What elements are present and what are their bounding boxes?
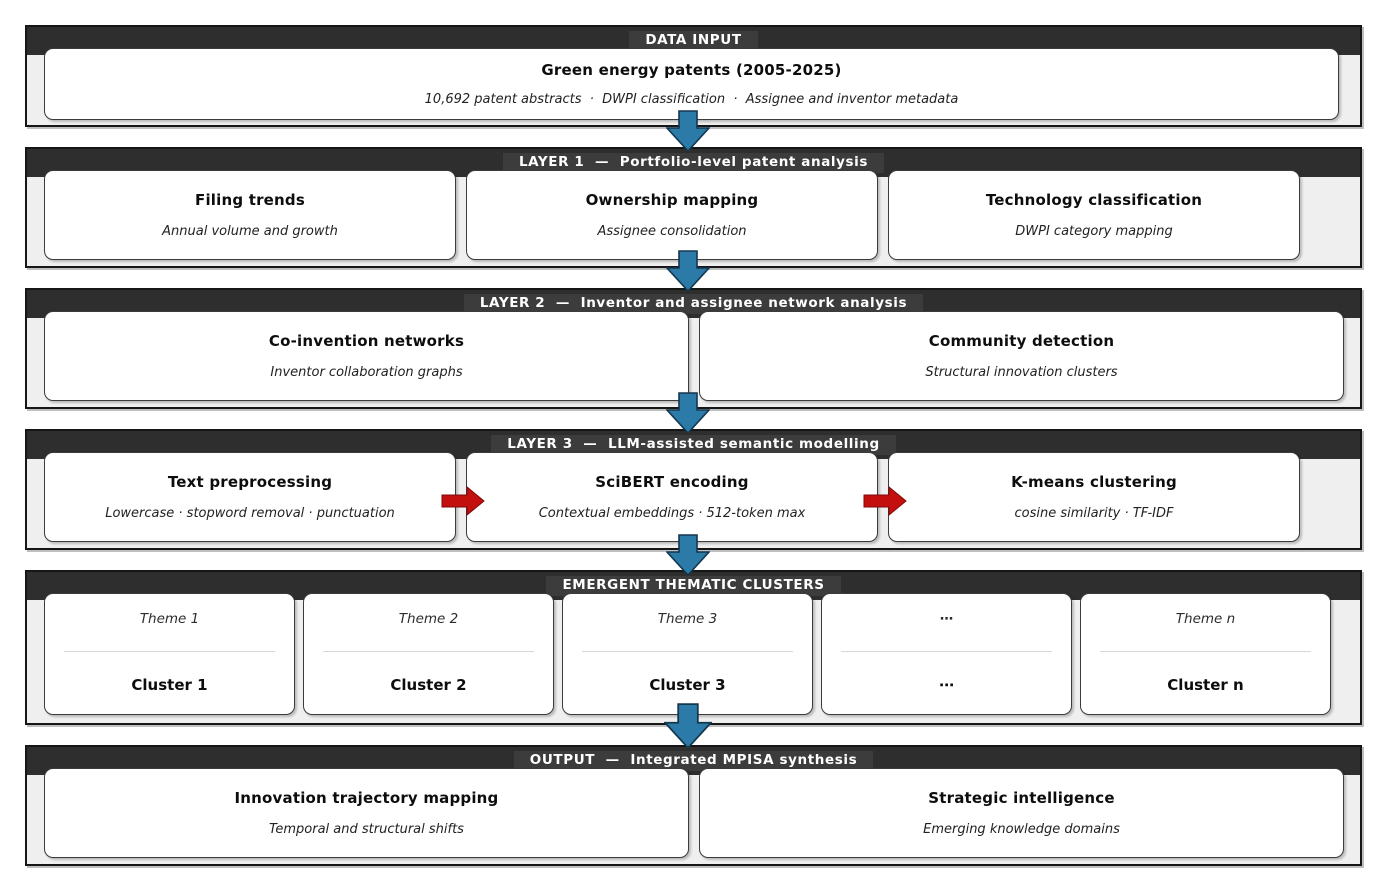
card-subtitle: Inventor collaboration graphs <box>270 365 463 380</box>
card-green-energy-patents: Green energy patents (2005-2025) 10,692 … <box>44 48 1339 120</box>
card-subtitle: Contextual embeddings · 512-token max <box>538 506 806 521</box>
divider <box>840 651 1053 652</box>
card-technology-classification: Technology classification DWPI category … <box>888 170 1300 260</box>
panel-output: OUTPUT — Integrated MPISA synthesis Inno… <box>25 745 1362 866</box>
cluster-label: Cluster 3 <box>649 676 726 694</box>
cluster-label: Cluster n <box>1167 676 1244 694</box>
card-title: K-means clustering <box>1011 473 1177 491</box>
cards-row: Text preprocessing Lowercase · stopword … <box>27 452 1360 542</box>
theme-label: Theme 2 <box>398 611 459 627</box>
ellipsis-label: ⋯ <box>939 676 954 694</box>
card-subtitle: cosine similarity · TF-IDF <box>1014 506 1174 521</box>
divider <box>1099 651 1312 652</box>
panel-data-input: DATA INPUT Green energy patents (2005-20… <box>25 25 1362 127</box>
right-arrow-icon <box>863 486 907 516</box>
card-title: Innovation trajectory mapping <box>234 789 499 807</box>
card-subtitle: DWPI category mapping <box>1015 224 1173 239</box>
card-subtitle: Emerging knowledge domains <box>923 822 1120 837</box>
right-arrow-icon <box>441 486 485 516</box>
card-title: SciBERT encoding <box>595 473 749 491</box>
theme-label: Theme n <box>1175 611 1236 627</box>
card-subtitle: Temporal and structural shifts <box>269 822 464 837</box>
panel-header-label: OUTPUT — Integrated MPISA synthesis <box>513 751 874 771</box>
card-subtitle: Annual volume and growth <box>162 224 338 239</box>
divider <box>322 651 535 652</box>
card-title: Ownership mapping <box>585 191 759 209</box>
card-ownership-mapping: Ownership mapping Assignee consolidation <box>466 170 878 260</box>
ellipsis-label: ⋯ <box>939 611 954 627</box>
card-cluster-n: Theme n Cluster n <box>1080 593 1331 715</box>
panel-layer-3: LAYER 3 — LLM-assisted semantic modellin… <box>25 429 1362 550</box>
panel-header-label: DATA INPUT <box>629 31 758 51</box>
panel-header-label: LAYER 1 — Portfolio-level patent analysi… <box>502 153 885 173</box>
card-cluster-1: Theme 1 Cluster 1 <box>44 593 295 715</box>
theme-label: Theme 3 <box>657 611 718 627</box>
card-community-detection: Community detection Structural innovatio… <box>699 311 1344 401</box>
down-arrow-icon <box>666 110 710 152</box>
card-co-invention-networks: Co-invention networks Inventor collabora… <box>44 311 689 401</box>
card-scibert-encoding: SciBERT encoding Contextual embeddings ·… <box>466 452 878 542</box>
card-cluster-3: Theme 3 Cluster 3 <box>562 593 813 715</box>
down-arrow-icon <box>666 392 710 434</box>
card-subtitle: Assignee consolidation <box>597 224 747 239</box>
card-cluster-2: Theme 2 Cluster 2 <box>303 593 554 715</box>
card-innovation-trajectory-mapping: Innovation trajectory mapping Temporal a… <box>44 768 689 858</box>
card-strategic-intelligence: Strategic intelligence Emerging knowledg… <box>699 768 1344 858</box>
cards-row: Innovation trajectory mapping Temporal a… <box>27 768 1360 858</box>
down-arrow-icon <box>664 703 712 749</box>
card-title: Green energy patents (2005-2025) <box>541 61 842 79</box>
divider <box>581 651 794 652</box>
panel-header-label: EMERGENT THEMATIC CLUSTERS <box>546 576 841 596</box>
divider <box>63 651 276 652</box>
cluster-label: Cluster 1 <box>131 676 208 694</box>
panel-emergent-clusters: EMERGENT THEMATIC CLUSTERS Theme 1 Clust… <box>25 570 1362 725</box>
card-kmeans-clustering: K-means clustering cosine similarity · T… <box>888 452 1300 542</box>
card-title: Strategic intelligence <box>928 789 1115 807</box>
cards-row: Green energy patents (2005-2025) 10,692 … <box>27 48 1360 120</box>
theme-label: Theme 1 <box>139 611 200 627</box>
card-title: Community detection <box>928 332 1115 350</box>
cards-row: Filing trends Annual volume and growth O… <box>27 170 1360 260</box>
card-subtitle: 10,692 patent abstracts · DWPI classific… <box>424 92 959 107</box>
card-text-preprocessing: Text preprocessing Lowercase · stopword … <box>44 452 456 542</box>
card-title: Text preprocessing <box>167 473 333 491</box>
panel-header: OUTPUT — Integrated MPISA synthesis <box>27 747 1360 775</box>
card-title: Filing trends <box>195 191 305 209</box>
card-title: Co-invention networks <box>268 332 465 350</box>
card-cluster-ellipsis: ⋯ ⋯ <box>821 593 1072 715</box>
cards-row: Co-invention networks Inventor collabora… <box>27 311 1360 401</box>
down-arrow-icon <box>666 534 710 576</box>
cards-row: Theme 1 Cluster 1 Theme 2 Cluster 2 Them… <box>27 593 1360 715</box>
panel-header-label: LAYER 2 — Inventor and assignee network … <box>463 294 924 314</box>
panel-layer-2: LAYER 2 — Inventor and assignee network … <box>25 288 1362 409</box>
card-filing-trends: Filing trends Annual volume and growth <box>44 170 456 260</box>
card-title: Technology classification <box>985 191 1203 209</box>
card-subtitle: Lowercase · stopword removal · punctuati… <box>105 506 395 521</box>
down-arrow-icon <box>666 250 710 292</box>
card-subtitle: Structural innovation clusters <box>925 365 1118 380</box>
panel-header-label: LAYER 3 — LLM-assisted semantic modellin… <box>491 435 896 455</box>
cluster-label: Cluster 2 <box>390 676 467 694</box>
